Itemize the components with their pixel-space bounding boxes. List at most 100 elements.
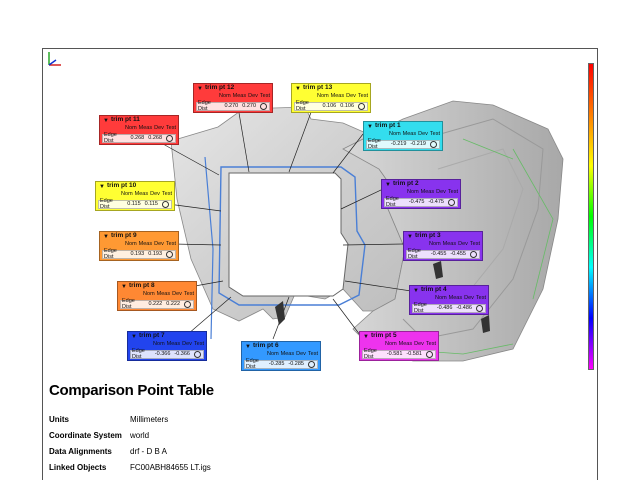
property-value: drf - D B A [130,446,167,456]
callout-name: trim pt 11 [110,116,140,124]
value-dev: 0.193 [148,250,162,257]
header-dev: Dev [248,93,258,99]
callout-row: Edge Dist-0.285-0.285 [244,358,318,369]
callout-name: trim pt 13 [302,84,333,92]
pass-status-icon [358,103,365,110]
value-meas: -0.366 [154,350,171,357]
point-icon: ▼ [131,333,137,340]
header-dev: Dev [154,241,164,247]
pass-status-icon [476,305,483,312]
header-dev: Dev [346,93,356,99]
point-icon: ▼ [197,85,203,92]
callout-name: trim pt 3 [414,232,441,240]
row-label: Edge Dist [100,198,113,210]
row-label: Edge Dist [364,348,377,360]
value-meas: 0.268 [130,134,145,141]
property-value: Millimeters [130,414,169,424]
row-label: Edge Dist [414,302,427,314]
callout-name: trim pt 8 [128,282,155,290]
point-icon: ▼ [385,181,391,188]
report-title: Comparison Point Table [49,382,214,399]
value-dev: -0.475 [428,198,444,205]
point-icon: ▼ [103,233,109,240]
row-label: Edge Dist [122,298,135,310]
pass-status-icon [448,199,455,206]
callout-name: trim pt 5 [370,332,397,340]
pass-status-icon [308,361,315,368]
part-model-drawing [162,100,564,362]
header-meas: Meas [280,351,295,357]
header-nom: Nom [317,93,329,99]
row-label: Edge Dist [408,248,421,260]
callout-title: ▼trim pt 6 [242,342,320,351]
property-key: Units [49,414,69,424]
callout-name: trim pt 6 [252,342,279,350]
callout-title: ▼trim pt 9 [100,232,178,241]
value-dev: 0.268 [148,134,162,141]
pass-status-icon [166,251,173,258]
pass-status-icon [426,351,433,358]
header-test: Test [469,241,480,247]
callout-title: ▼trim pt 1 [364,122,442,131]
callout-name: trim pt 2 [392,180,419,188]
pass-status-icon [162,201,169,208]
header-dev: Dev [296,351,306,357]
header-dev: Dev [458,241,468,247]
point-icon: ▼ [367,123,373,130]
value-dev: -0.486 [456,304,472,311]
callout-title: ▼trim pt 13 [292,84,370,93]
header-nom: Nom [125,125,137,131]
property-value: FC00ABH84655 LT.igs [130,462,211,472]
callout-title: ▼trim pt 2 [382,180,460,189]
callout-title: ▼trim pt 5 [360,332,438,341]
header-dev: Dev [464,295,474,301]
row-label: Edge Dist [198,100,211,112]
callout-title: ▼trim pt 8 [118,282,196,291]
pass-status-icon [194,351,201,358]
property-key: Linked Objects [49,462,107,472]
row-label: Edge Dist [132,348,145,360]
header-dev: Dev [182,341,192,347]
header-nom: Nom [153,341,165,347]
callout-name: trim pt 12 [204,84,235,92]
value-dev: -0.455 [450,250,466,257]
header-nom: Nom [121,191,133,197]
callout-title: ▼trim pt 4 [410,286,488,295]
header-test: Test [429,131,440,137]
callout-row: Edge Dist-0.455-0.455 [406,248,480,260]
callout-row: Edge Dist-0.219-0.219 [366,138,440,149]
header-meas: Meas [442,241,457,247]
header-dev: Dev [150,191,160,197]
report-properties: Units Millimeters Coordinate System worl… [49,411,214,475]
callout-name: trim pt 4 [420,286,447,294]
point-icon: ▼ [413,287,419,294]
value-dev: 0.222 [166,300,180,307]
value-dev: -0.366 [174,350,190,357]
value-meas: -0.581 [386,350,403,357]
header-test: Test [165,125,176,131]
